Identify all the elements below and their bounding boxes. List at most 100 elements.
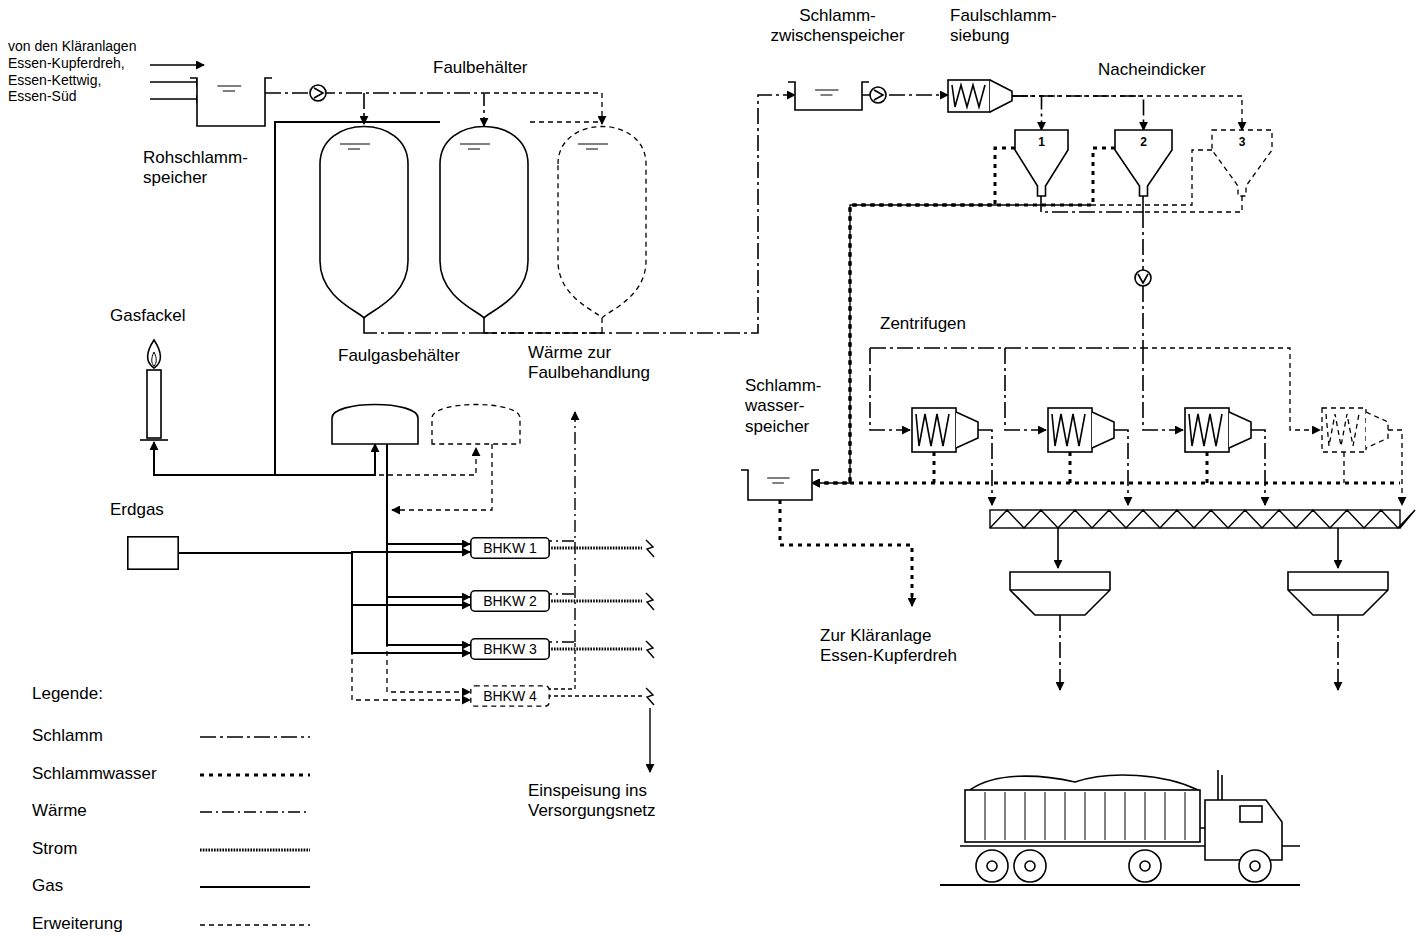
truck	[965, 790, 1200, 842]
gas-supply-box-outline	[128, 537, 178, 569]
callout-number: 2	[1115, 135, 1172, 149]
centrifuge	[912, 408, 956, 452]
buffer-tank: Schlamm- zwischenspeicher	[795, 80, 862, 110]
conveyor-outlets	[1057, 528, 1059, 568]
legend-line	[200, 924, 310, 925]
gas-flare: Gasfackel	[140, 338, 168, 442]
pump-symbols	[874, 90, 883, 100]
legend-label: Gas	[32, 876, 63, 896]
storage-tank-outline	[190, 78, 272, 126]
water-tank: Schlamm- wasser- speicher	[748, 468, 812, 500]
truck	[1065, 792, 1066, 840]
gas-holder-outline	[332, 398, 418, 444]
sludge-lines	[870, 196, 1143, 348]
digester-tanks	[320, 127, 408, 331]
extension-gas-holder	[432, 405, 520, 445]
centrifuge	[1048, 408, 1092, 452]
flow-connector	[387, 444, 470, 597]
callout-number: 3	[1212, 135, 1272, 149]
truck	[976, 850, 1008, 882]
equipment-label: Erdgas	[110, 500, 200, 520]
sludge-screen-outline	[948, 80, 1012, 112]
truck	[1165, 792, 1166, 840]
digester-tank: Faulbehälter	[440, 126, 528, 330]
chp-unit: BHKW 1	[470, 537, 550, 559]
legend-line	[200, 736, 310, 738]
thickener-outline	[1212, 130, 1272, 196]
water-tank-outline	[748, 468, 812, 500]
legend-line	[200, 848, 310, 851]
gas-flare-outline	[148, 340, 161, 368]
digester-tank-outline	[460, 144, 490, 149]
thickener: 2	[1115, 130, 1172, 196]
chp-unit: BHKW 4	[470, 685, 550, 707]
inflow-arrows	[150, 81, 204, 82]
equipment-label: Rohschlamm- speicher	[143, 148, 273, 189]
chp-unit-outline	[471, 538, 549, 558]
extension-lines	[485, 93, 602, 124]
sludge-lines	[1059, 615, 1061, 690]
sludge-water-lines	[850, 482, 1400, 485]
legend-label: Strom	[32, 839, 77, 859]
truck	[1125, 792, 1126, 840]
truck	[1239, 850, 1271, 882]
legend-line-sample	[198, 877, 314, 897]
centrifuge	[1069, 452, 1072, 483]
gas-flare-outline	[140, 338, 168, 442]
truck	[1218, 770, 1222, 800]
gas-supply-box: Erdgas	[127, 536, 179, 570]
truck	[1145, 792, 1146, 840]
unit-label: BHKW 1	[470, 537, 550, 559]
centrifuge	[1189, 414, 1222, 446]
thickener-outline	[1115, 130, 1172, 196]
water-arrow	[911, 596, 913, 606]
extension-lines	[352, 448, 476, 475]
pump-symbols	[1135, 270, 1151, 286]
flow-connector	[812, 148, 1115, 483]
extension-lines	[352, 93, 1320, 510]
truck	[1205, 800, 1282, 860]
pump-symbols	[1138, 274, 1148, 283]
legend-line-sample	[198, 727, 314, 747]
centrifuge	[1048, 408, 1128, 505]
legend-line	[200, 811, 310, 812]
equipment-label: Gasfackel	[110, 306, 220, 326]
group-label: Nacheindicker	[1098, 60, 1238, 80]
source-note: von den Kläranlagen Essen-Kupferdreh, Es…	[8, 38, 146, 105]
flow-connector	[179, 553, 470, 653]
digester-tanks	[320, 127, 646, 331]
centrifuge	[1206, 452, 1209, 483]
truck	[1105, 792, 1106, 840]
power-lines	[540, 548, 642, 649]
flow-connector	[484, 95, 795, 333]
flow-connector	[179, 553, 470, 700]
equipment-label: Schlamm- zwischenspeicher	[755, 6, 920, 47]
legend-label: Schlamm	[32, 726, 103, 746]
centrifuges	[912, 408, 1402, 505]
truck	[1240, 806, 1262, 822]
power-line-extension	[540, 695, 642, 696]
flow-connector	[1012, 96, 1042, 130]
extension-gas-holder	[432, 405, 520, 445]
truck	[987, 861, 997, 871]
digester-tank-outline	[440, 127, 528, 331]
truck	[1250, 861, 1260, 871]
truck	[940, 884, 1300, 886]
legend-label: Erweiterung	[32, 914, 123, 934]
sludge-lines	[1005, 348, 1046, 430]
legend-line	[200, 773, 310, 776]
flow-connector	[387, 444, 470, 692]
sludge-water-lines	[780, 500, 912, 598]
legend-line-sample	[198, 915, 314, 935]
pump-symbols	[310, 85, 1151, 286]
output-label: Einspeisung ins Versorgungsnetz	[528, 781, 688, 822]
power-lines	[540, 548, 642, 649]
legend-title: Legende:	[32, 684, 142, 704]
chp-unit-outline	[471, 591, 549, 611]
centrifuge	[1185, 408, 1229, 452]
equipment-label: Faulbehälter	[433, 58, 558, 78]
buffer-tank-outline	[788, 82, 869, 110]
flow-connector	[179, 553, 470, 605]
digester-tank-outline	[440, 126, 528, 330]
buffer-tank-outline	[815, 90, 838, 95]
